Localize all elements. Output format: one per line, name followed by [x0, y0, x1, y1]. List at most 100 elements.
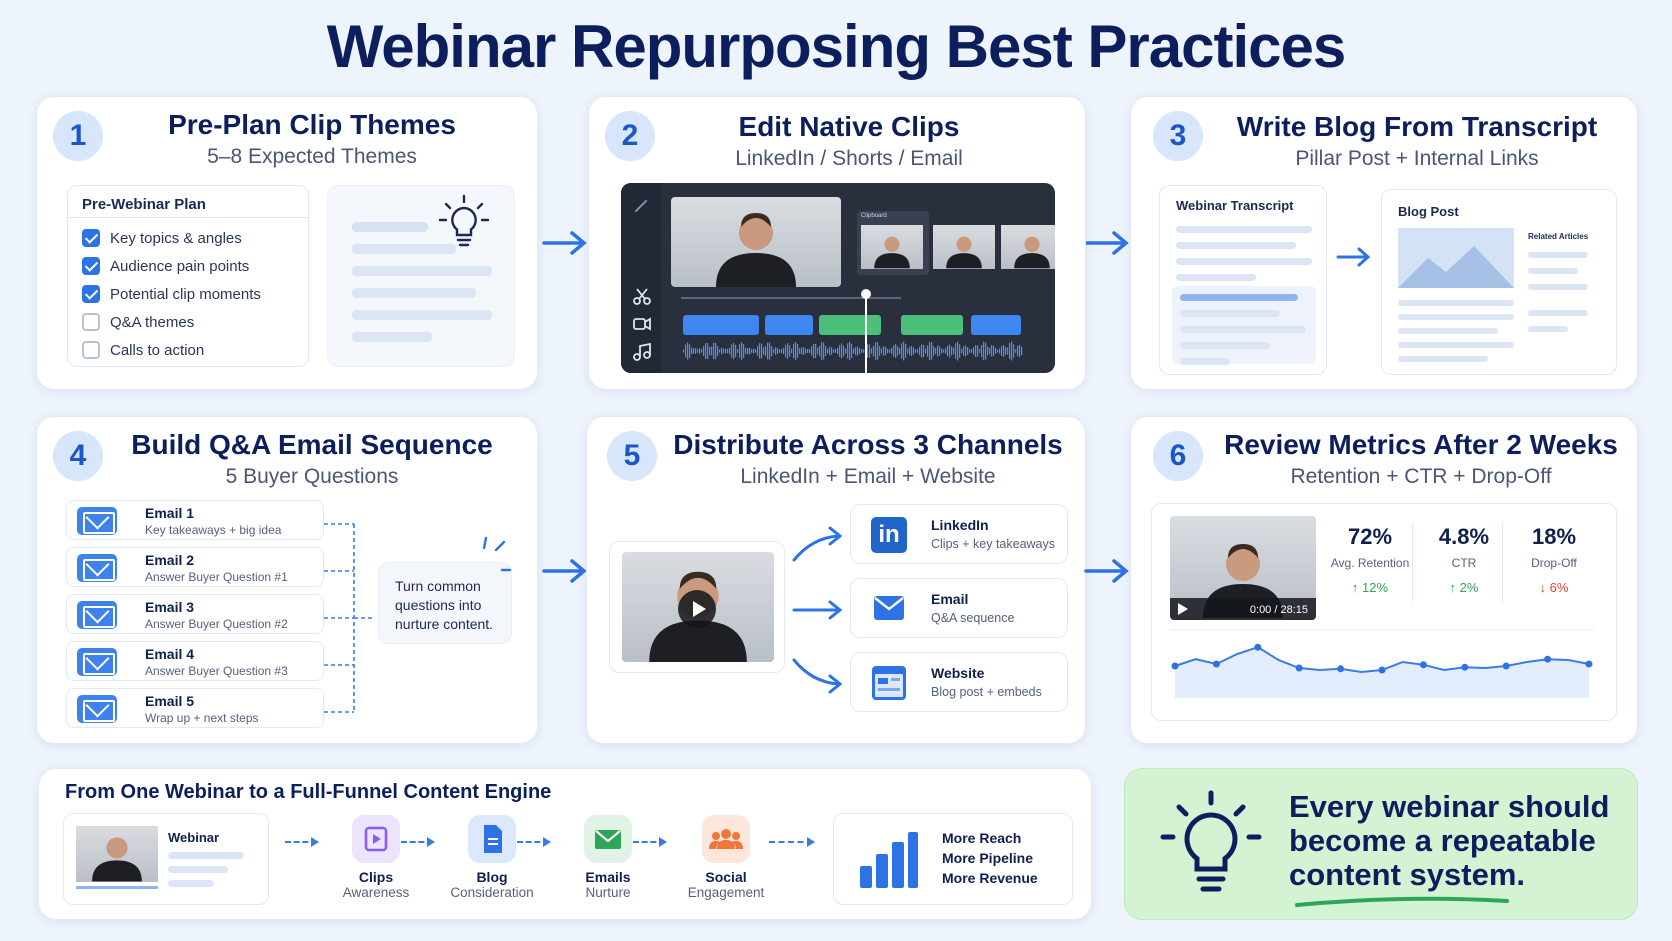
outcome-3: More Revenue	[942, 870, 1038, 886]
metric-label: Drop-Off	[1531, 556, 1577, 570]
checked-checkbox[interactable]	[82, 229, 100, 247]
webinar-thumbnail[interactable]	[76, 826, 158, 882]
plan-item[interactable]: Calls to action	[82, 340, 302, 362]
channel-desc: Clips + key takeaways	[931, 537, 1056, 551]
email-desc: Wrap up + next steps	[145, 711, 259, 725]
timeline-clip[interactable]	[765, 315, 813, 335]
plan-item[interactable]: Key topics & angles	[82, 228, 302, 250]
metrics-video-player[interactable]: 0:00 / 28:15	[1170, 516, 1316, 620]
plan-item-label: Calls to action	[110, 342, 205, 359]
metrics-dashboard: 0:00 / 28:15 72%Avg. Retention↑ 12%4.8%C…	[1151, 503, 1617, 721]
checked-checkbox[interactable]	[82, 257, 100, 275]
flow-arrow-1-2	[542, 231, 587, 255]
lightbulb-icon	[1160, 790, 1262, 892]
play-button-icon[interactable]	[678, 590, 716, 628]
outcome-2: More Pipeline	[942, 850, 1034, 866]
clips-label: Clipboard	[861, 213, 887, 219]
step-1-subtitle: 5–8 Expected Themes	[207, 145, 417, 168]
audio-waveform	[683, 341, 1023, 361]
clip-thumbnail[interactable]	[1001, 225, 1055, 269]
step-1-title: Pre-Plan Clip Themes	[168, 109, 456, 140]
metric-delta: ↑ 12%	[1351, 580, 1389, 595]
plan-item-label: Potential clip moments	[110, 286, 261, 303]
video-camera-icon[interactable]	[633, 317, 651, 331]
plan-item-label: Q&A themes	[110, 314, 195, 331]
clip-thumbnail[interactable]	[933, 225, 995, 269]
metric-value: 18%	[1531, 524, 1577, 549]
spark-lines-icon	[482, 536, 512, 572]
unchecked-checkbox[interactable]	[82, 313, 100, 331]
webinar-label: Webinar	[168, 830, 220, 845]
notes-panel	[327, 185, 515, 367]
blog-post-panel: Blog Post Related Articles	[1381, 189, 1617, 375]
page-title: Webinar Repurposing Best Practices	[326, 13, 1347, 80]
email-step[interactable]: Email 2 Answer Buyer Question #1	[66, 547, 324, 587]
plan-item[interactable]: Audience pain points	[82, 256, 302, 278]
play-icon[interactable]	[1178, 603, 1188, 615]
email-desc: Answer Buyer Question #1	[145, 570, 288, 584]
webinar-video-thumbnail[interactable]	[622, 552, 774, 662]
email-step[interactable]: Email 3 Answer Buyer Question #2	[66, 594, 324, 634]
email-title: Email 3	[145, 599, 195, 615]
step-4-subtitle: 5 Buyer Questions	[225, 465, 399, 488]
transcript-to-blog-arrow	[1336, 247, 1371, 267]
music-note-icon[interactable]	[633, 343, 651, 361]
underline-swoosh	[1295, 896, 1509, 907]
metric-value: 4.8%	[1438, 524, 1490, 549]
funnel-node-stage: Consideration	[450, 885, 534, 900]
browser-icon	[872, 666, 906, 700]
blog-post-label: Blog Post	[1398, 204, 1459, 219]
related-articles-label: Related Articles	[1528, 232, 1589, 241]
email-note: Turn common questions into nurture conte…	[378, 562, 512, 644]
funnel-node-stage: Engagement	[687, 885, 765, 900]
step-3-card: 3 Write Blog From Transcript Pillar Post…	[1130, 96, 1638, 390]
plan-item[interactable]: Potential clip moments	[82, 284, 302, 306]
lightbulb-icon	[438, 194, 490, 247]
step-1-number: 1	[53, 111, 103, 161]
email-title: Email 2	[145, 552, 195, 568]
timeline-clip[interactable]	[683, 315, 759, 335]
mail-icon	[77, 554, 117, 582]
email-title: Email 4	[145, 646, 195, 662]
mail-icon	[77, 601, 117, 629]
flow-arrow-4-5	[542, 559, 587, 583]
mail-icon	[77, 507, 117, 535]
channel-title: Website	[931, 665, 985, 681]
email-desc: Answer Buyer Question #2	[145, 617, 288, 631]
scissors-icon[interactable]	[633, 287, 651, 305]
clip-thumbnail[interactable]	[861, 225, 923, 269]
step-2-subtitle: LinkedIn / Shorts / Email	[735, 147, 963, 170]
main-video-preview[interactable]	[671, 197, 841, 287]
metric-1: 4.8%CTR↑ 2%	[1414, 524, 1514, 595]
outcome-1: More Reach	[942, 830, 1022, 846]
funnel-node-label: Emails	[585, 869, 631, 885]
step-6-card: 6 Review Metrics After 2 Weeks Retention…	[1130, 416, 1638, 744]
funnel-dotted-arrow	[517, 837, 551, 847]
step-3-subtitle: Pillar Post + Internal Links	[1295, 147, 1539, 170]
unchecked-checkbox[interactable]	[82, 341, 100, 359]
timeline-clip[interactable]	[819, 315, 881, 335]
webinar-source-card: Webinar	[63, 813, 269, 905]
checked-checkbox[interactable]	[82, 285, 100, 303]
plan-heading: Pre-Webinar Plan	[82, 196, 206, 213]
playhead[interactable]	[865, 293, 867, 373]
callout-line-1: Every webinar should	[1289, 789, 1610, 824]
callout-card: Every webinar should become a repeatable…	[1124, 768, 1638, 920]
timeline-clip[interactable]	[901, 315, 963, 335]
metric-label: Avg. Retention	[1330, 556, 1410, 570]
timeline-clip[interactable]	[971, 315, 1021, 335]
plan-item[interactable]: Q&A themes	[82, 312, 302, 334]
mail-icon	[584, 815, 632, 863]
trend-chart	[1170, 629, 1594, 698]
step-4-title: Build Q&A Email Sequence	[131, 429, 493, 460]
